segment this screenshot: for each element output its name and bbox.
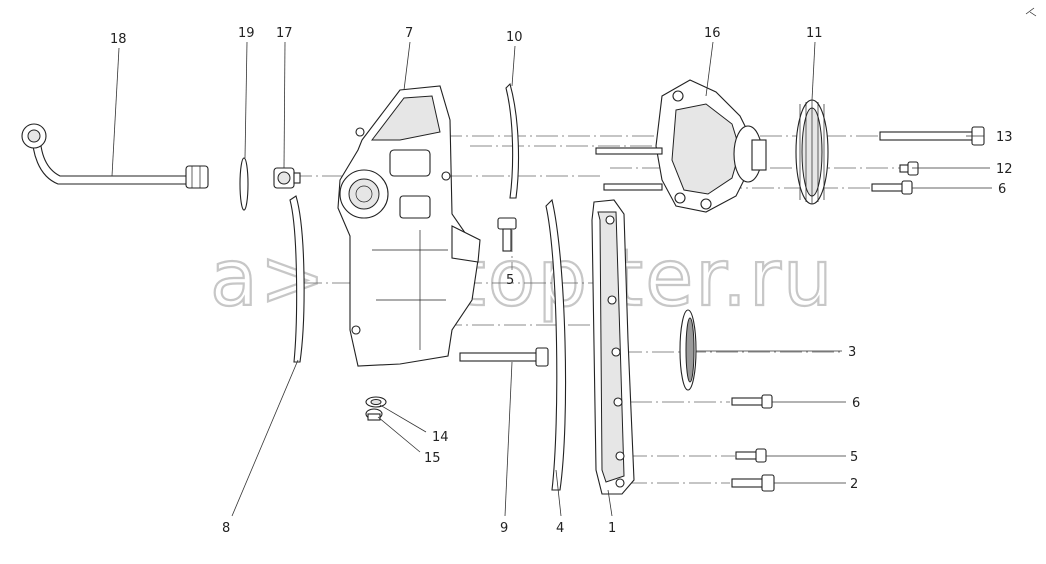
part-4-gasket bbox=[545, 198, 567, 491]
part-5-small-bolt bbox=[497, 217, 517, 252]
part-7-housing bbox=[337, 85, 481, 367]
callout-13: 13 bbox=[996, 130, 1013, 145]
callout-19: 19 bbox=[238, 26, 255, 41]
watermark-logo: a> autopiter.ru bbox=[210, 234, 834, 324]
part-19-washer bbox=[239, 157, 249, 211]
part-17-fitting bbox=[273, 167, 301, 189]
callout-15: 15 bbox=[424, 451, 441, 466]
part-11-pulley bbox=[795, 99, 829, 205]
callout-2: 2 bbox=[850, 477, 858, 492]
part-9-long-bolt bbox=[459, 347, 549, 367]
callout-4: 4 bbox=[556, 521, 564, 536]
callout-11: 11 bbox=[806, 26, 823, 41]
callout-10: 10 bbox=[506, 30, 523, 45]
callout-5a: 5 bbox=[506, 273, 514, 288]
part-18-pipe bbox=[21, 123, 209, 189]
part-1-front-cover bbox=[591, 199, 635, 495]
part-14-15-plug bbox=[365, 396, 387, 421]
callout-numbers: 18 19 17 7 10 16 11 13 12 6 5 3 6 14 15 … bbox=[110, 26, 1013, 536]
callout-17: 17 bbox=[276, 26, 293, 41]
callout-12: 12 bbox=[996, 162, 1013, 177]
callout-5b: 5 bbox=[850, 450, 858, 465]
callout-6b: 6 bbox=[852, 396, 860, 411]
callout-18: 18 bbox=[110, 32, 127, 47]
callout-8: 8 bbox=[222, 521, 230, 536]
part-16-water-pump bbox=[595, 79, 767, 213]
part-6-bolts bbox=[731, 180, 913, 409]
part-10-gasket bbox=[505, 82, 520, 199]
callout-16: 16 bbox=[704, 26, 721, 41]
part-5-2-bolts bbox=[731, 448, 775, 492]
callout-6a: 6 bbox=[998, 182, 1006, 197]
callout-3: 3 bbox=[848, 345, 856, 360]
part-3-oil-seal bbox=[679, 309, 697, 391]
callout-9: 9 bbox=[500, 521, 508, 536]
callout-7: 7 bbox=[405, 26, 413, 41]
corner-mark bbox=[1025, 7, 1037, 17]
callout-14: 14 bbox=[432, 430, 449, 445]
part-12-bolt bbox=[899, 161, 919, 176]
leader-lines bbox=[111, 41, 992, 517]
part-8-gasket bbox=[289, 195, 305, 363]
callout-1: 1 bbox=[608, 521, 616, 536]
